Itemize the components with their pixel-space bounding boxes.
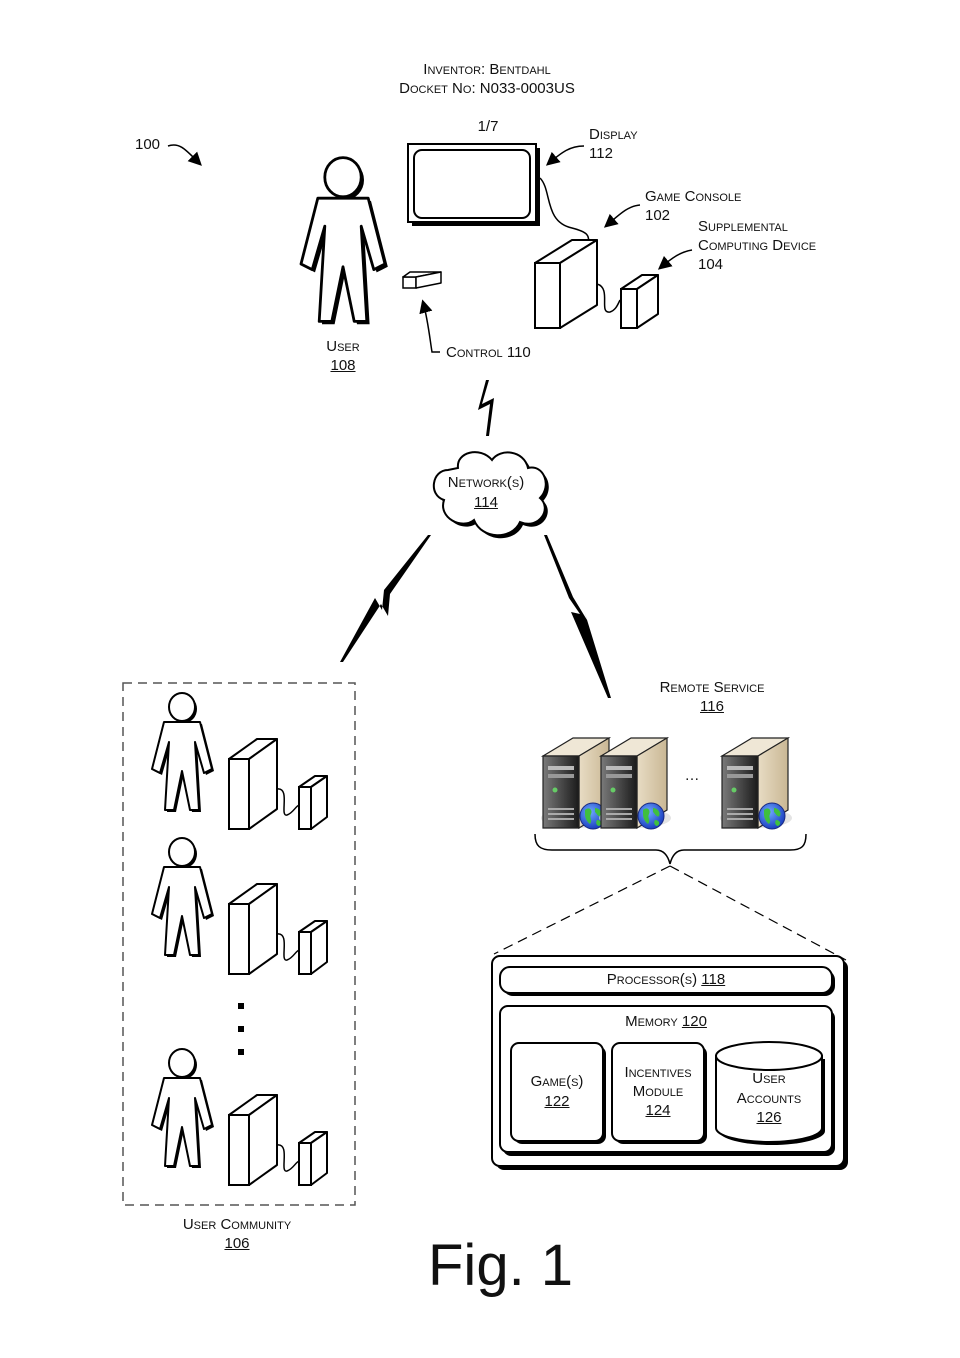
memory-label-text: Memory [625, 1013, 678, 1030]
games-block [510, 1042, 604, 1142]
processor-label: Processor(s) 118 [500, 970, 832, 989]
games-ref: 122 [544, 1093, 570, 1110]
server-ellipsis: … [684, 767, 700, 784]
game-console-label: Game Console [645, 188, 742, 205]
accounts-ref: 126 [756, 1109, 782, 1126]
server-icon-2 [598, 737, 672, 830]
vertical-ellipsis-icon [238, 1003, 244, 1055]
incentives-ref: 124 [645, 1102, 671, 1119]
user-label: User [326, 338, 360, 355]
supplemental-ref: 104 [698, 256, 724, 273]
network-ref: 114 [474, 494, 498, 511]
network-label: Network(s) [447, 474, 525, 491]
supplemental-label-1: Supplemental [698, 218, 788, 235]
incentives-module-block [611, 1042, 705, 1142]
display-icon [407, 143, 540, 226]
figure-caption: Fig. 1 [428, 1233, 574, 1298]
supplemental-cable [596, 283, 621, 313]
community-user-icon-3 [151, 1048, 215, 1169]
incentives-label-1: Incentives [624, 1064, 692, 1081]
console-ref-arrow [603, 204, 641, 228]
wireless-link-community [340, 535, 431, 662]
remote-service-ref: 116 [700, 698, 724, 715]
supplemental-device-icon [620, 274, 659, 329]
community-console-set-3 [228, 1094, 328, 1186]
display-ref: 112 [589, 145, 613, 162]
controller-icon [402, 271, 442, 289]
system-ref-label: 100 [135, 136, 161, 153]
server-group-brace [534, 833, 807, 865]
display-cable [539, 177, 590, 245]
display-ref-arrow [545, 145, 585, 166]
supplemental-label-2: Computing Device [698, 237, 817, 254]
inventor-header: Inventor: Bentdahl [423, 61, 551, 78]
memory-ref: 120 [681, 1013, 707, 1030]
sheet-number: 1/7 [477, 118, 499, 135]
network-cloud-icon [433, 451, 549, 539]
wireless-link-top [478, 380, 494, 436]
display-label: Display [589, 126, 638, 143]
user-ref: 108 [330, 357, 356, 374]
user-community-label: User Community [182, 1216, 292, 1233]
user-icon [299, 156, 390, 326]
incentives-label-2: Module [632, 1083, 684, 1100]
community-user-icon-1 [151, 692, 215, 813]
processor-label-text: Processor(s) [606, 971, 698, 988]
control-label: Control 110 [446, 344, 531, 361]
processor-block [499, 966, 833, 994]
accounts-label-1: User [752, 1070, 786, 1087]
expansion-line-right [669, 865, 847, 961]
user-accounts-database-icon [715, 1041, 825, 1145]
processor-ref: 118 [701, 971, 726, 988]
games-label: Game(s) [530, 1073, 584, 1090]
memory-label: Memory 120 [500, 1012, 832, 1031]
accounts-label-2: Accounts [736, 1090, 802, 1107]
game-console-ref: 102 [645, 207, 671, 224]
community-user-icon-2 [151, 837, 215, 958]
wireless-link-remote [544, 535, 611, 698]
game-console-icon [534, 239, 598, 329]
user-community-ref: 106 [224, 1235, 250, 1252]
community-console-set-2 [228, 883, 328, 975]
user-community-box [122, 682, 356, 1206]
control-ref-arrow [419, 299, 440, 353]
supplemental-ref-arrow [657, 249, 693, 270]
community-console-set-1 [228, 738, 328, 830]
system-ref-arrow [167, 144, 202, 166]
expansion-line-left [493, 865, 671, 955]
server-icon-3 [719, 737, 793, 830]
docket-header: Docket No: N033-0003US [399, 80, 575, 97]
remote-service-label: Remote Service [659, 679, 765, 696]
